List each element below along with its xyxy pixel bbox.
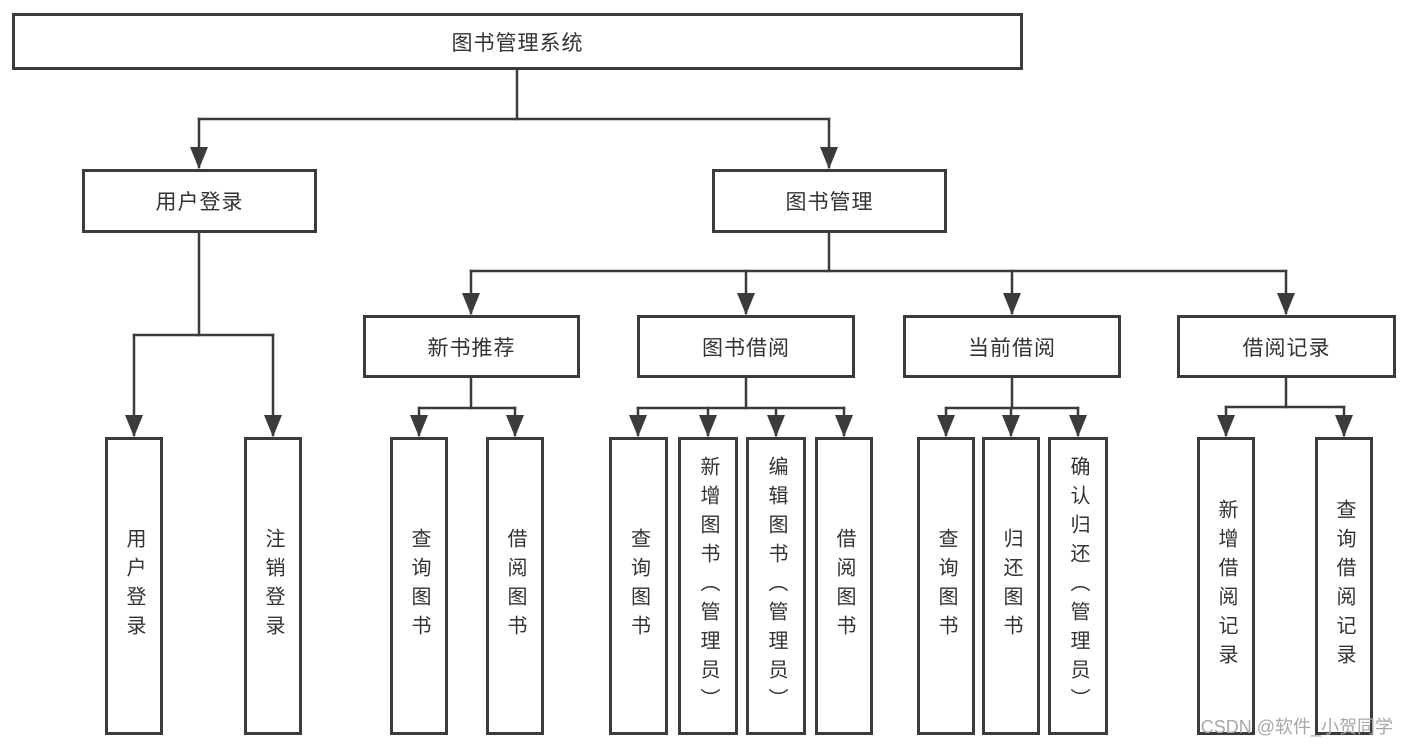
node-borrow-records: 借阅记录 [1177, 315, 1396, 378]
node-new-book-recommend: 新书推荐 [363, 315, 580, 378]
leaf-logout: 注销登录 [244, 437, 302, 735]
leaf-logout-label: 注销登录 [262, 528, 284, 644]
leaf-confirm-return-admin: 确认归还（管理员） [1048, 437, 1108, 735]
leaf-borrow-query-books: 查询图书 [609, 437, 668, 735]
node-new-book-recommend-label: 新书推荐 [427, 336, 516, 360]
leaf-confirm-return-admin-label: 确认归还（管理员） [1067, 455, 1089, 717]
leaf-edit-books-admin: 编辑图书（管理员） [746, 437, 806, 735]
arrowheads [125, 147, 1353, 437]
leaf-add-books-admin-label: 新增图书（管理员） [697, 455, 719, 717]
node-book-management-label: 图书管理 [785, 191, 874, 214]
leaf-edit-books-admin-label: 编辑图书（管理员） [765, 455, 787, 717]
leaf-return-books: 归还图书 [982, 437, 1040, 735]
node-user-login: 用户登录 [82, 169, 317, 233]
leaf-recommend-borrow-books-label: 借阅图书 [504, 528, 526, 644]
leaf-borrow-books: 借阅图书 [815, 437, 873, 735]
leaf-borrow-books-label: 借阅图书 [833, 528, 855, 644]
leaf-recommend-query-books: 查询图书 [390, 437, 448, 735]
node-current-borrow-label: 当前借阅 [968, 336, 1056, 360]
leaf-return-books-label: 归还图书 [1000, 528, 1022, 644]
node-library-system-label: 图书管理系统 [451, 31, 584, 55]
node-book-borrow-label: 图书借阅 [702, 336, 790, 360]
leaf-recommend-query-books-label: 查询图书 [408, 528, 430, 644]
leaf-add-borrow-record: 新增借阅记录 [1197, 437, 1255, 735]
csdn-watermark: CSDN @软件_小贺同学 [1200, 717, 1393, 737]
leaf-borrow-query-books-label: 查询图书 [627, 528, 650, 644]
leaf-current-query-books-label: 查询图书 [935, 528, 957, 644]
leaf-add-books-admin: 新增图书（管理员） [678, 437, 738, 735]
node-book-management: 图书管理 [712, 169, 947, 233]
node-library-system: 图书管理系统 [12, 13, 1023, 70]
node-borrow-records-label: 借阅记录 [1242, 336, 1331, 360]
node-book-borrow: 图书借阅 [637, 315, 855, 378]
leaf-user-login: 用户登录 [105, 437, 163, 735]
leaf-user-login-label: 用户登录 [123, 528, 145, 644]
leaf-recommend-borrow-books: 借阅图书 [486, 437, 544, 735]
leaf-query-borrow-record-label: 查询借阅记录 [1333, 499, 1355, 673]
node-current-borrow: 当前借阅 [903, 315, 1121, 378]
leaf-add-borrow-record-label: 新增借阅记录 [1215, 499, 1237, 673]
leaf-current-query-books: 查询图书 [917, 437, 975, 735]
node-user-login-label: 用户登录 [155, 191, 244, 214]
leaf-query-borrow-record: 查询借阅记录 [1315, 437, 1373, 735]
